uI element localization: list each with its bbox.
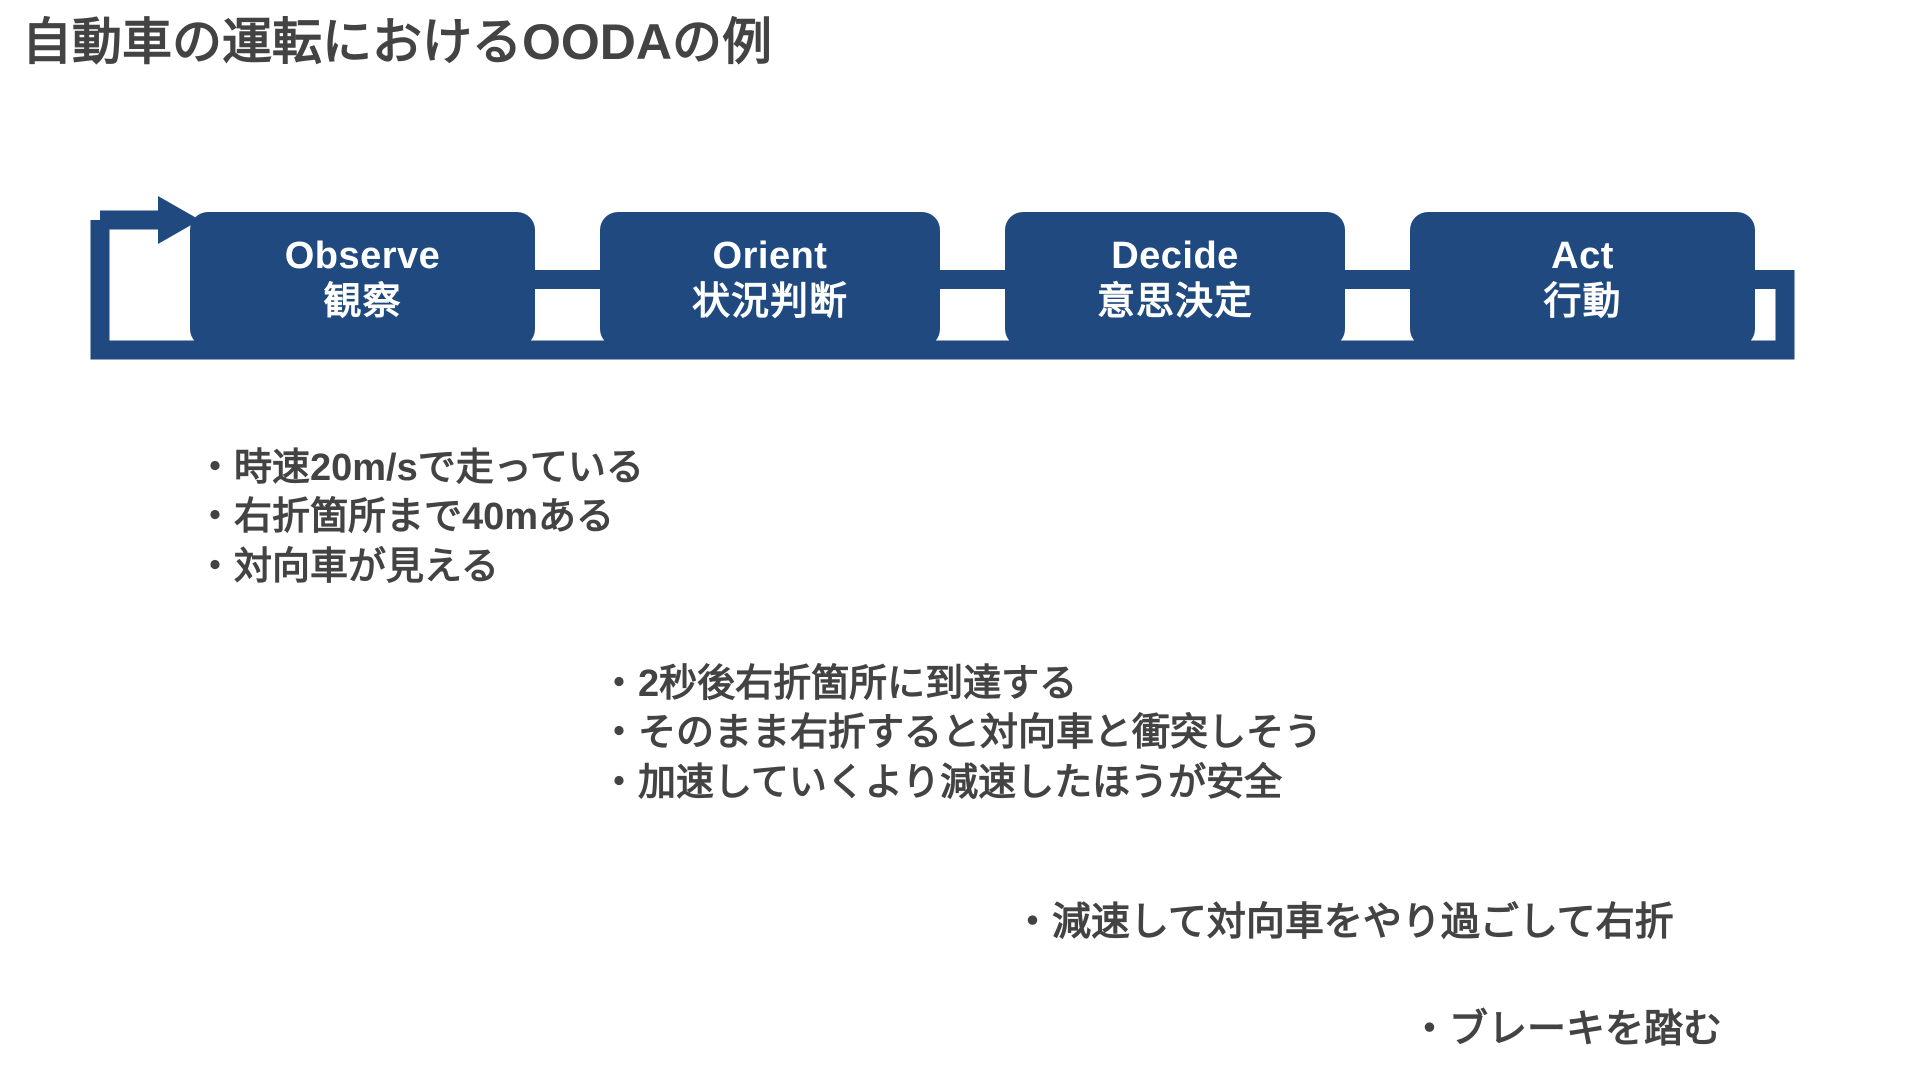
connector-orient-decide [940, 270, 1005, 289]
page-title: 自動車の運転におけるOODAの例 [22, 14, 772, 70]
connector-decide-act [1345, 270, 1410, 289]
ooda-step-observe[interactable]: Observe 観察 [190, 212, 535, 347]
ooda-loop-diagram: Observe 観察 Orient 状況判断 Decide 意思決定 Act 行… [0, 150, 1920, 440]
bullet-item: ・そのまま右折すると対向車と衝突しそう [600, 712, 1323, 755]
feedback-loop-entry [100, 210, 172, 230]
step-label-ja: 行動 [1543, 280, 1622, 323]
bullet-group-decide: ・減速して対向車をやり過ごして右折 [1013, 898, 1674, 949]
step-label-en: Act [1551, 235, 1614, 278]
bullet-group-act: ・ブレーキを踏む [1410, 1005, 1722, 1056]
bullet-item: ・右折箇所まで40mある [196, 496, 615, 539]
bullet-item: ・2秒後右折箇所に到達する [600, 663, 1078, 705]
bullet-item: ・時速20m/sで走っている [196, 447, 644, 489]
step-label-en: Observe [284, 235, 441, 278]
connector-observe-orient [535, 270, 600, 289]
ooda-step-orient[interactable]: Orient 状況判断 [600, 212, 940, 347]
step-label-ja: 意思決定 [1096, 280, 1253, 323]
step-label-ja: 観察 [323, 280, 402, 323]
bullet-group-orient: ・2秒後右折箇所に到達する ・そのまま右折すると対向車と衝突しそう ・加速してい… [600, 660, 1322, 808]
bullet-item: ・減速して対向車をやり過ごして右折 [1013, 901, 1674, 944]
bullet-item: ・ブレーキを踏む [1410, 1008, 1723, 1051]
ooda-step-act[interactable]: Act 行動 [1410, 212, 1755, 347]
bullet-item: ・加速していくより減速したほうが安全 [600, 761, 1283, 804]
bullet-item: ・対向車が見える [196, 545, 499, 588]
bullet-group-observe: ・時速20m/sで走っている ・右折箇所まで40mある ・対向車が見える [196, 444, 644, 592]
step-label-en: Decide [1111, 235, 1239, 278]
loop-arrowhead [158, 196, 200, 244]
step-label-en: Orient [712, 235, 828, 278]
ooda-step-decide[interactable]: Decide 意思決定 [1005, 212, 1345, 347]
loop-connectors [90, 196, 1795, 360]
step-label-ja: 状況判断 [691, 280, 848, 323]
feedback-loop-path [90, 220, 1795, 360]
